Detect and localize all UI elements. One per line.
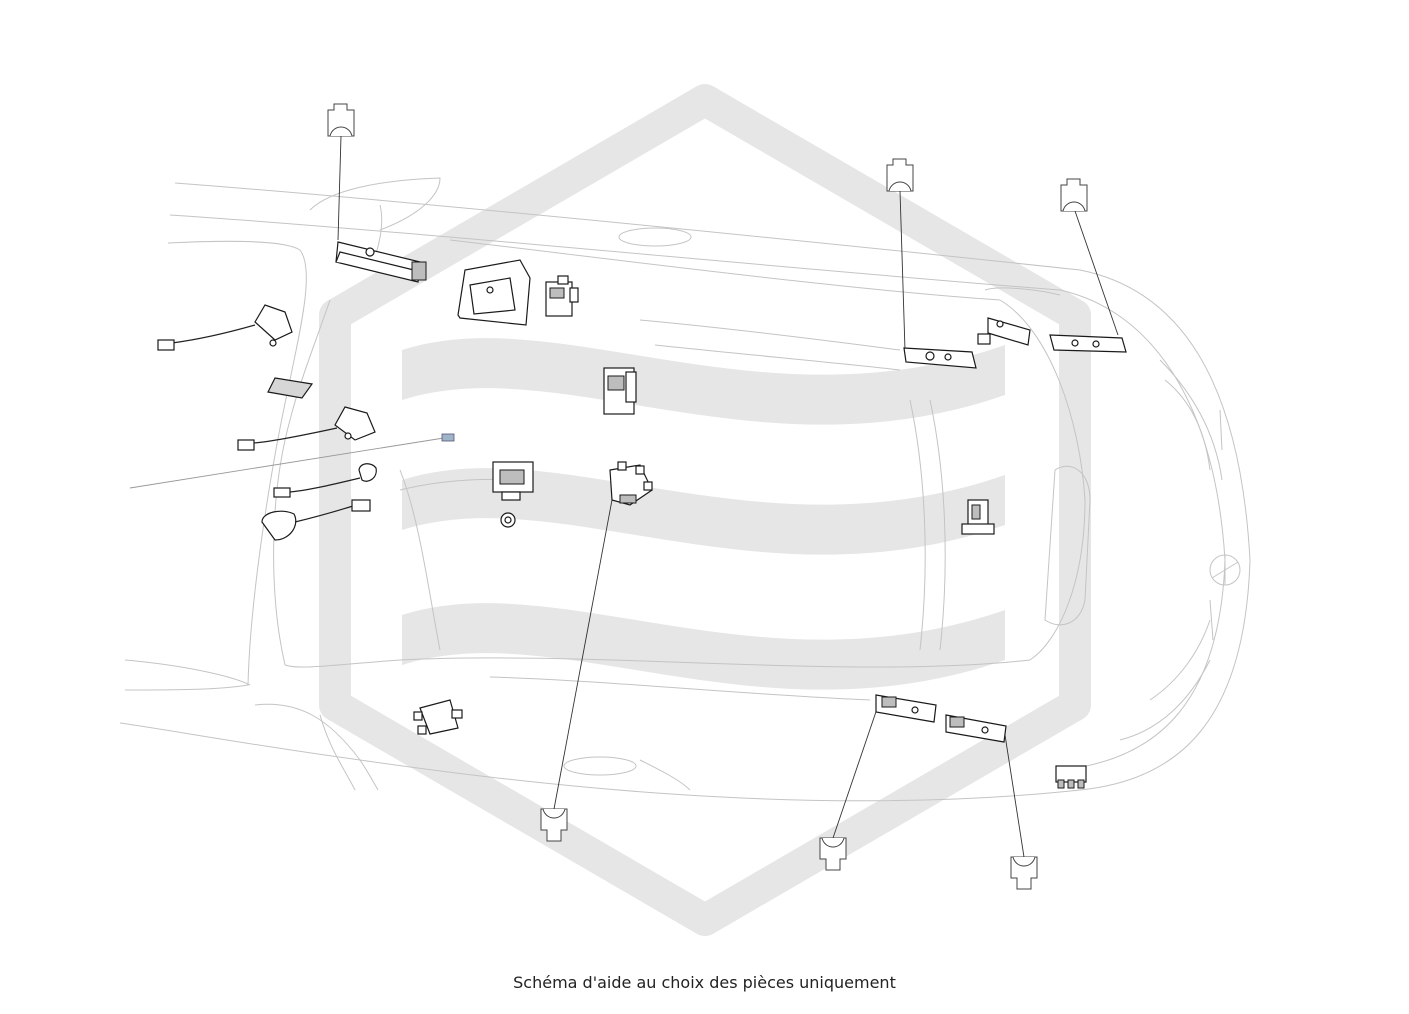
position-tags [129, 103, 1119, 890]
small-clip-blue[interactable] [441, 433, 455, 442]
connector-block-rear[interactable] [1055, 765, 1087, 789]
part-position-tag-icon [819, 699, 881, 871]
control-module-roof-front[interactable] [335, 241, 427, 283]
control-module-floor-2[interactable] [945, 714, 1007, 743]
control-module-floor-1[interactable] [875, 694, 937, 723]
part-position-tag-icon [1060, 178, 1119, 336]
airbag-sensor-mount[interactable] [492, 461, 534, 528]
control-module-roof-rear[interactable] [903, 347, 977, 369]
control-unit-bracket[interactable] [457, 259, 531, 326]
parts [157, 241, 1127, 789]
antenna-sensor-with-cable-1[interactable] [157, 304, 293, 351]
part-position-tag-icon [886, 158, 914, 351]
parts-diagram [119, 84, 1251, 936]
diagram-caption: Schéma d'aide au choix des pièces unique… [513, 973, 896, 992]
part-position-tag-icon [1004, 734, 1038, 890]
control-module-rear-right[interactable] [1049, 334, 1127, 353]
junction-box-connector[interactable] [609, 461, 653, 506]
watermark-logo [319, 84, 1091, 936]
side-control-module-left[interactable] [413, 699, 463, 735]
gps-antenna-puck[interactable] [261, 499, 371, 541]
sensor-bracket-roof[interactable] [977, 317, 1031, 346]
rear-sensor-pod[interactable] [961, 499, 995, 535]
gps-antenna-cable[interactable] [273, 463, 377, 498]
antenna-sensor-with-cable-2[interactable] [237, 406, 376, 451]
control-module-center[interactable] [603, 367, 637, 415]
adhesive-pad[interactable] [267, 377, 314, 399]
part-position-tag-icon [327, 103, 355, 241]
relay-module-small[interactable] [545, 275, 579, 317]
part-position-tag-icon [540, 499, 613, 842]
